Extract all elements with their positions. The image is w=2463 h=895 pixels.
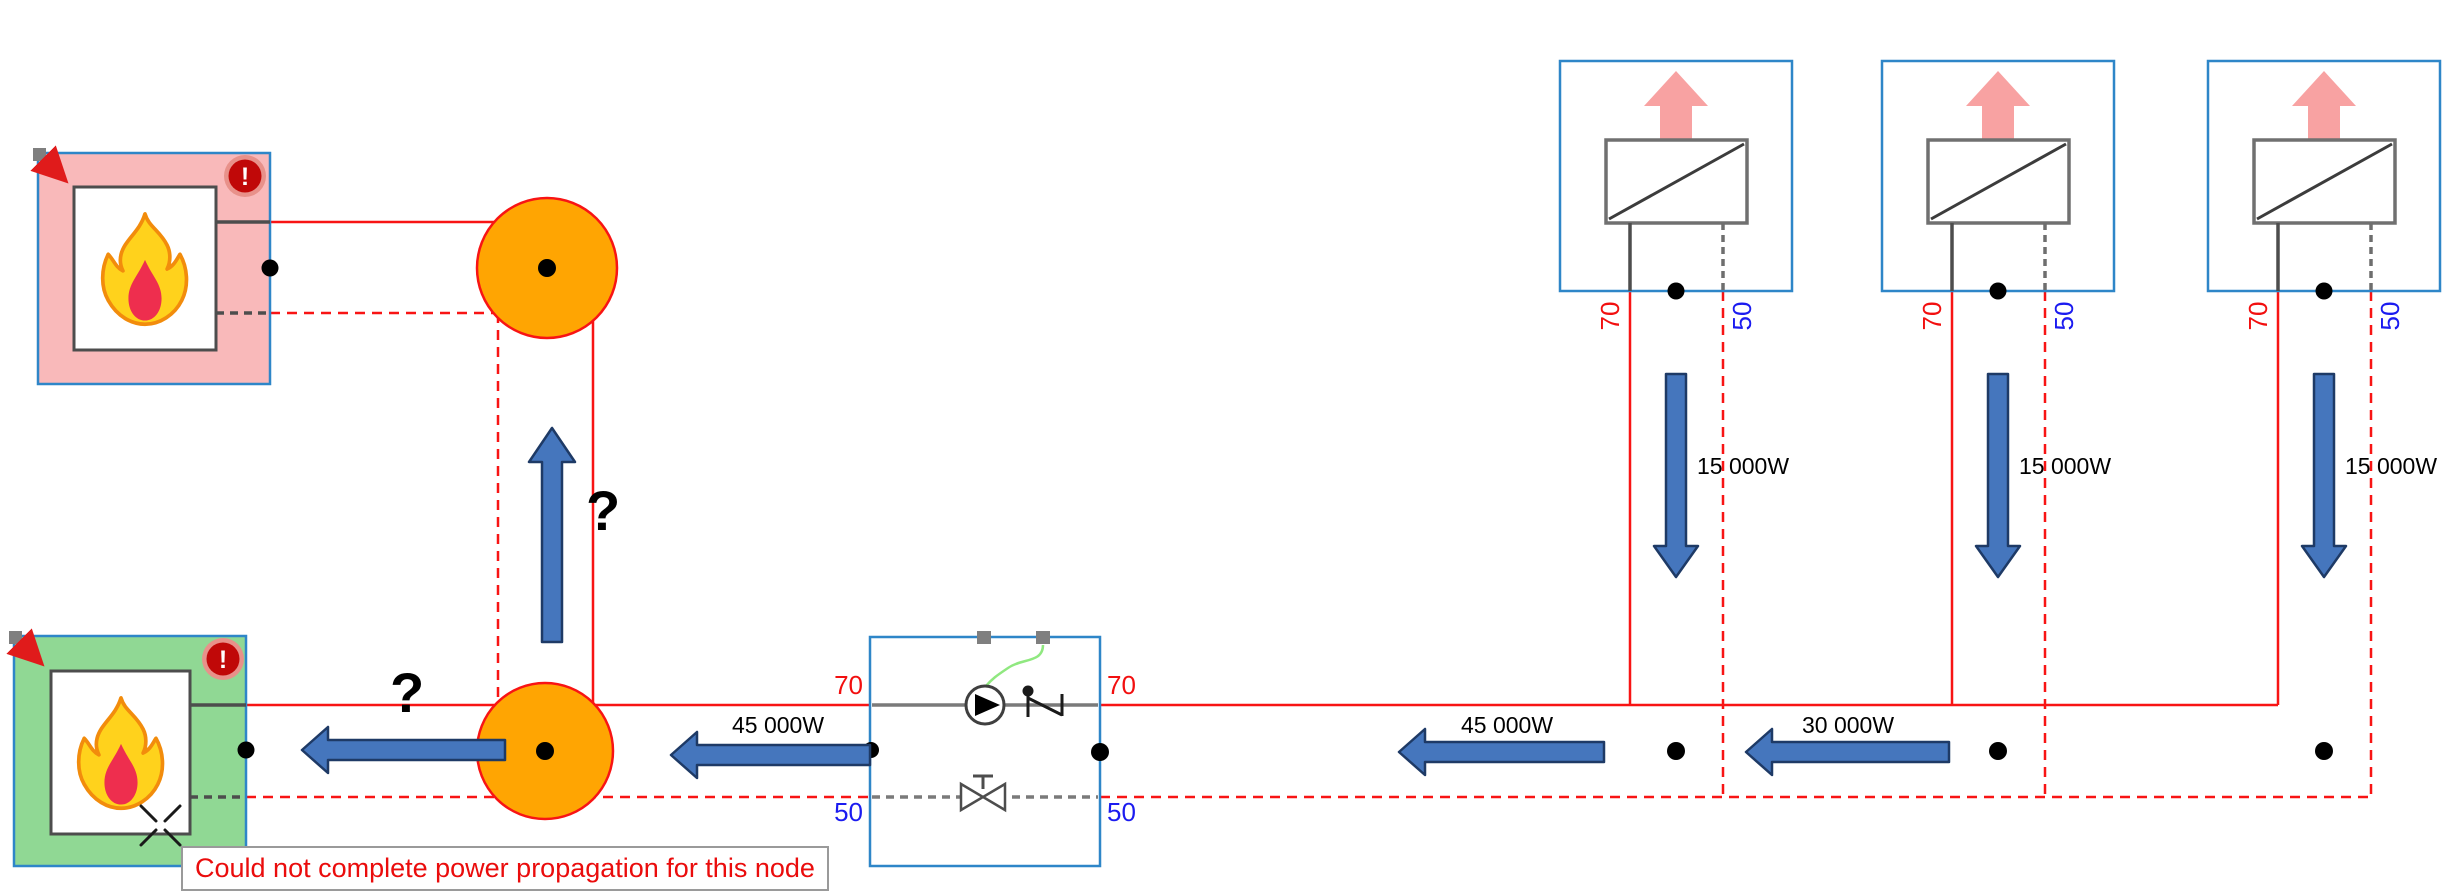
selection-handle[interactable] [1036,631,1050,644]
connection-dot [538,259,556,277]
connection-dot [1989,282,2007,300]
connection-dot [536,742,554,760]
heat-output-arrow-icon [1644,71,1708,139]
selection-handle[interactable] [9,631,22,644]
supply-temp-label: 70 [1917,301,1947,331]
resize-arrow-icon[interactable] [6,628,45,667]
connection-dot [2315,282,2333,300]
power-flow-label: 15 000W [2019,453,2112,479]
pump-node-body[interactable] [868,635,1102,868]
connection-dot [237,741,255,759]
flow-arrow-left-of-pump-icon [669,730,872,780]
balancing-valve-icon[interactable] [959,774,1007,813]
selection-handle[interactable] [977,631,991,644]
pump-valve-node[interactable] [863,631,1109,868]
boiler-node-top[interactable]: ! [30,145,279,386]
return-temp-label: 50 [2375,301,2405,331]
return-temp-label: 50 [1727,301,1757,331]
check-valve-icon[interactable] [1022,685,1064,718]
connection-dot [1989,742,2007,760]
connection-dot [1091,743,1109,761]
unknown-flow-question-mark: ? [586,479,621,542]
power-flow-label: 45 000W [1460,712,1554,738]
flame-icon [100,212,189,327]
heat-exchanger-diagonal [2256,142,2393,221]
power-flow-label: 30 000W [1801,712,1895,738]
return-temp-label: 50 [1107,797,1136,827]
error-badge-icon[interactable]: ! [224,155,266,197]
cross-out-mark-icon [139,804,182,847]
junction-node-top[interactable] [475,196,619,340]
connection-dot [1667,282,1685,300]
heat-output-arrow-icon [1966,71,2030,139]
error-tooltip: Could not complete power propagation for… [181,846,829,891]
unknown-flow-question-mark: ? [390,661,425,724]
radiator-node-2[interactable] [1880,59,2116,300]
flame-icon [76,696,165,811]
flow-arrow-left-to-boiler-icon [300,725,507,775]
connection-dot [261,259,279,277]
radiator-node-3[interactable] [2206,59,2442,300]
error-badge-glyph: ! [219,646,227,674]
heat-exchanger-diagonal [1930,142,2067,221]
supply-temp-label: 70 [834,670,863,700]
power-flow-label: 15 000W [1697,453,1790,479]
heat-output-arrow-icon [2292,71,2356,139]
flow-arrow-down-rad3-icon [2300,372,2348,579]
radiator-node-1[interactable] [1558,59,1794,300]
flow-arrow-rad1-rad2-icon [1744,727,1951,777]
supply-temp-label: 70 [2243,301,2273,331]
return-temp-label: 50 [2049,301,2079,331]
power-flow-label: 15 000W [2345,453,2438,479]
flow-arrow-down-rad2-icon [1974,372,2022,579]
supply-temp-label: 70 [1107,670,1136,700]
flow-arrow-right-of-pump-icon [1397,727,1606,777]
selection-handle[interactable] [33,148,46,161]
flow-arrow-down-rad1-icon [1652,372,1700,579]
flow-arrow-up-icon [527,426,577,644]
connection-dot [2315,742,2333,760]
return-temp-label: 50 [834,797,863,827]
error-badge-icon[interactable]: ! [202,638,244,680]
pump-icon[interactable] [964,684,1006,726]
heat-exchanger-diagonal [1608,142,1745,221]
error-badge-glyph: ! [241,163,249,191]
power-flow-label: 45 000W [731,712,825,738]
supply-temp-label: 70 [1595,301,1625,331]
connection-dot [1667,742,1685,760]
resize-arrow-icon[interactable] [30,145,69,184]
boiler-node-bottom[interactable]: ! [6,628,255,868]
control-link-wire [985,644,1045,687]
flow-arrows [300,372,2348,780]
